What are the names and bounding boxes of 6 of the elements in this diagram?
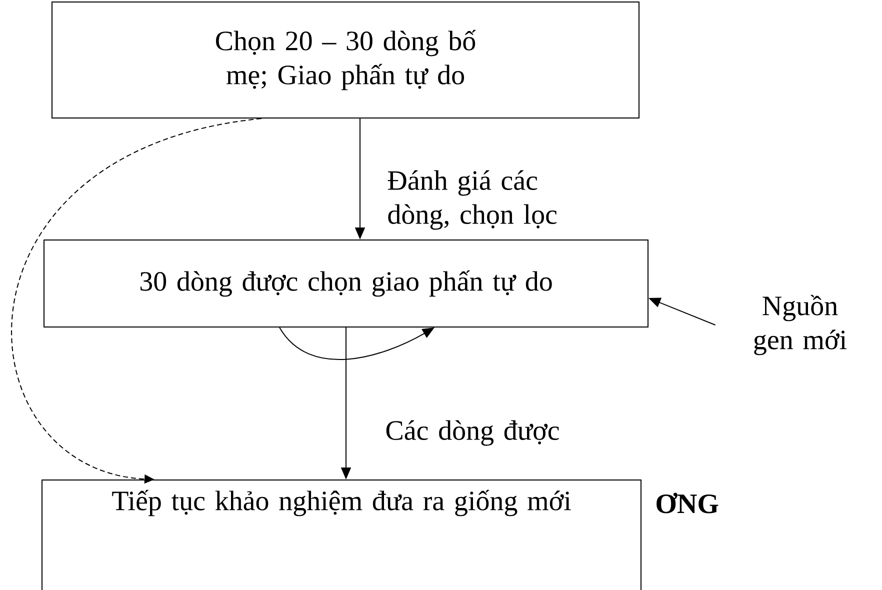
- source-label: Nguồn gen mới: [754, 294, 847, 356]
- process-box: Tiếp tục khảo nghiệm đưa ra giống mới: [42, 480, 642, 590]
- edge-label: Các dòng được: [386, 420, 559, 446]
- process-box: Chọn 20 – 30 dòng bố mẹ; Giao phấn tự do: [52, 2, 640, 118]
- edge-label: Đánh giá các dòng, chọn lọc: [388, 170, 557, 230]
- process-box: 30 dòng được chọn giao phấn tự do: [44, 240, 648, 328]
